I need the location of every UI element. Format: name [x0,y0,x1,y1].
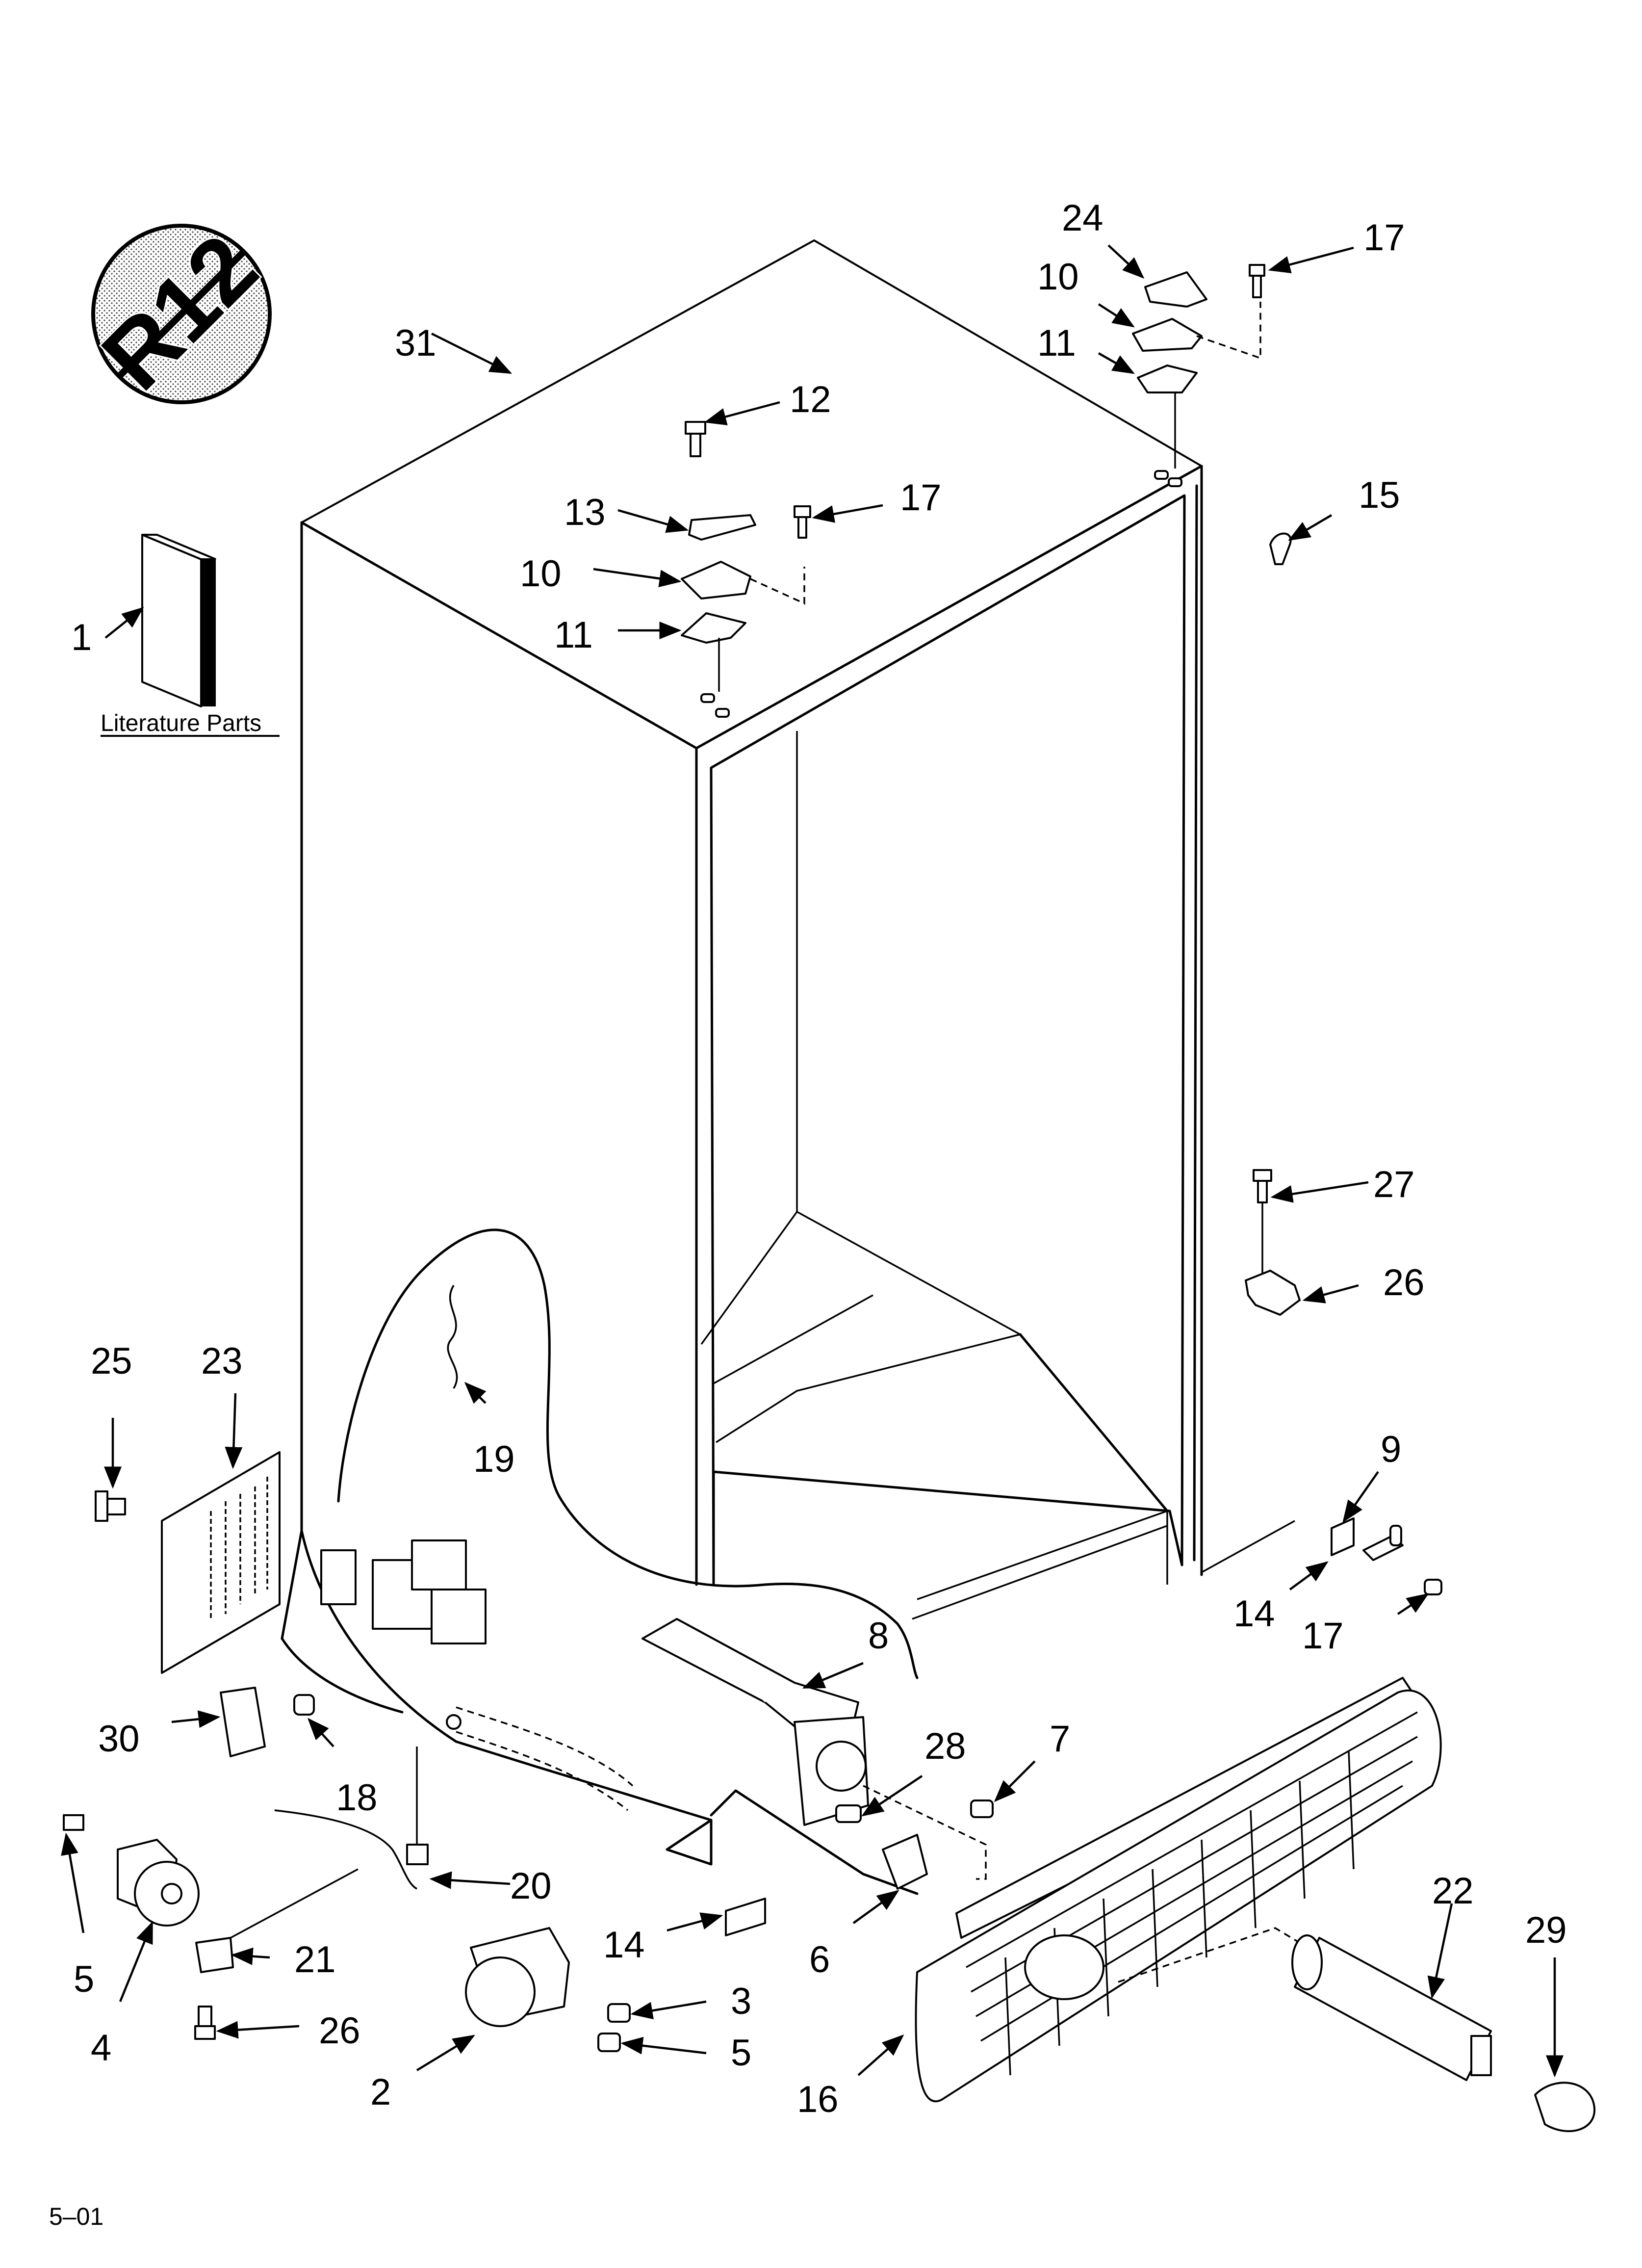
literature-parts-label: Literature Parts [101,710,261,736]
footer-code: 5–01 [49,2203,103,2230]
callout-22: 22 [1432,1870,1474,1912]
callout-1: 1 [71,617,92,658]
right-bracket-parts [1201,1169,1442,1595]
callout-5-right: 5 [731,2032,751,2074]
callout-labels: 31 1 12 13 17 10 11 24 17 10 11 15 27 26… [71,197,1567,2120]
center-front-parts [641,1618,994,1890]
lower-left-parts [63,1687,766,2052]
callout-14-bottom: 14 [603,1924,645,1966]
callout-21: 21 [294,1939,336,1981]
callout-23: 23 [201,1340,243,1382]
callout-8: 8 [868,1615,889,1657]
callout-19: 19 [473,1438,515,1480]
literature-booklet: Literature Parts [101,534,280,737]
callout-31: 31 [395,322,436,364]
callout-2: 2 [370,2071,391,2113]
callout-6: 6 [809,1939,830,1981]
callout-12: 12 [790,379,831,420]
callout-17-right: 17 [1302,1615,1344,1657]
callout-30: 29 [1525,1909,1567,1951]
callout-13: 13 [564,492,606,533]
callout-27: 26 [1383,1262,1425,1303]
callout-28: 27 [1373,1164,1415,1205]
callout-20: 20 [510,1865,552,1907]
leader-lines [61,244,1564,2078]
callout-9: 9 [1381,1429,1401,1470]
no-r12-logo: R12 [81,213,278,411]
callout-4: 4 [91,2027,111,2069]
water-filter [1118,1927,1596,2132]
callout-26-top: 25 [91,1340,132,1382]
callout-17-top: 17 [1363,217,1405,259]
callout-24: 24 [1062,197,1103,239]
callout-10: 10 [520,553,562,595]
kick-plate-grille [915,1677,1442,2103]
callout-17: 17 [900,477,942,519]
callout-11: 11 [554,614,593,656]
callout-25: 30 [98,1718,140,1760]
callout-18: 18 [336,1777,378,1819]
callout-3: 3 [731,1981,751,2022]
callout-10-top: 10 [1037,256,1079,298]
top-hinge-left [681,421,811,718]
top-hinge-right [1132,264,1292,565]
callout-7: 7 [1050,1718,1070,1760]
callout-11-top: 11 [1037,322,1076,364]
callout-15: 15 [1359,474,1400,516]
callout-5-left: 5 [74,1958,94,2000]
callout-29: 28 [924,1725,966,1767]
cabinet [281,239,1203,1895]
callout-26-bottom: 26 [319,2010,360,2052]
callout-14-right: 14 [1233,1593,1275,1635]
service-panel [95,1451,281,1674]
callout-16: 16 [797,2079,839,2120]
